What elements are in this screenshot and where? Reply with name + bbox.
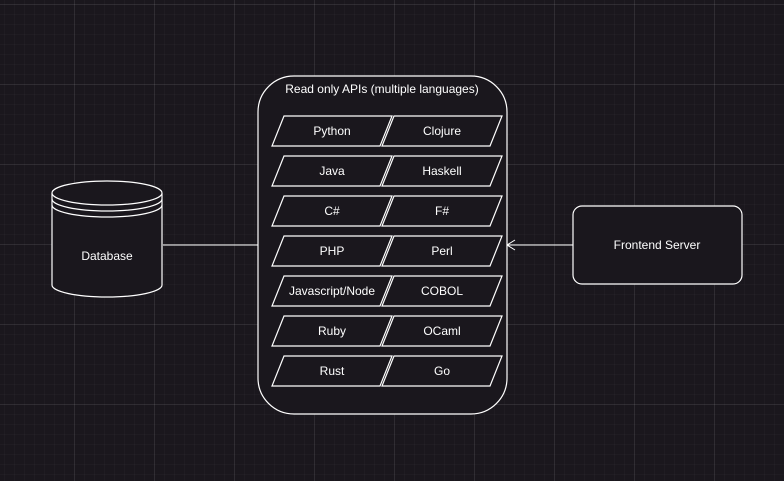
language-parallelogram — [271, 115, 393, 147]
language-node-go[interactable]: Go — [381, 355, 503, 387]
language-label: Haskell — [422, 164, 461, 178]
language-node-javascript-node[interactable]: Javascript/Node — [271, 275, 393, 307]
language-parallelogram — [381, 235, 503, 267]
language-label: Go — [434, 364, 450, 378]
database-cylinder-top — [51, 180, 163, 206]
language-parallelogram — [271, 315, 393, 347]
language-node-cobol[interactable]: COBOL — [381, 275, 503, 307]
frontend-server-label: Frontend Server — [614, 238, 701, 252]
language-label: C# — [324, 204, 340, 218]
language-node-perl[interactable]: Perl — [381, 235, 503, 267]
database-ring — [51, 198, 163, 212]
frontend-server-node[interactable]: Frontend Server — [572, 205, 743, 285]
language-parallelogram — [271, 275, 393, 307]
language-label: Perl — [431, 244, 452, 258]
language-node-csharp[interactable]: C# — [271, 195, 393, 227]
language-label: Java — [319, 164, 345, 178]
language-label: Clojure — [423, 124, 461, 138]
language-parallelogram — [271, 355, 393, 387]
language-label: Rust — [320, 364, 345, 378]
language-parallelogram — [381, 195, 503, 227]
language-label: PHP — [320, 244, 345, 258]
language-label: Ruby — [318, 324, 346, 338]
language-parallelogram — [381, 155, 503, 187]
language-node-fsharp[interactable]: F# — [381, 195, 503, 227]
language-node-clojure[interactable]: Clojure — [381, 115, 503, 147]
language-parallelogram — [381, 355, 503, 387]
database-node[interactable]: Database — [51, 180, 163, 298]
language-parallelogram — [271, 195, 393, 227]
api-container-title: Read only APIs (multiple languages) — [285, 82, 478, 96]
language-parallelogram — [381, 315, 503, 347]
language-parallelogram — [381, 275, 503, 307]
language-parallelogram — [271, 235, 393, 267]
language-node-rust[interactable]: Rust — [271, 355, 393, 387]
language-label: OCaml — [423, 324, 460, 338]
language-label: F# — [435, 204, 449, 218]
language-node-java[interactable]: Java — [271, 155, 393, 187]
language-label: Python — [313, 124, 350, 138]
database-label: Database — [81, 249, 133, 263]
language-parallelogram — [271, 155, 393, 187]
language-node-haskell[interactable]: Haskell — [381, 155, 503, 187]
database-cylinder-body — [51, 193, 163, 298]
language-label: COBOL — [421, 284, 463, 298]
language-node-ruby[interactable]: Ruby — [271, 315, 393, 347]
database-ring — [51, 204, 163, 218]
language-node-python[interactable]: Python — [271, 115, 393, 147]
language-parallelogram — [381, 115, 503, 147]
language-node-php[interactable]: PHP — [271, 235, 393, 267]
language-node-ocaml[interactable]: OCaml — [381, 315, 503, 347]
language-label: Javascript/Node — [289, 284, 375, 298]
frontend-server-box — [572, 205, 743, 285]
